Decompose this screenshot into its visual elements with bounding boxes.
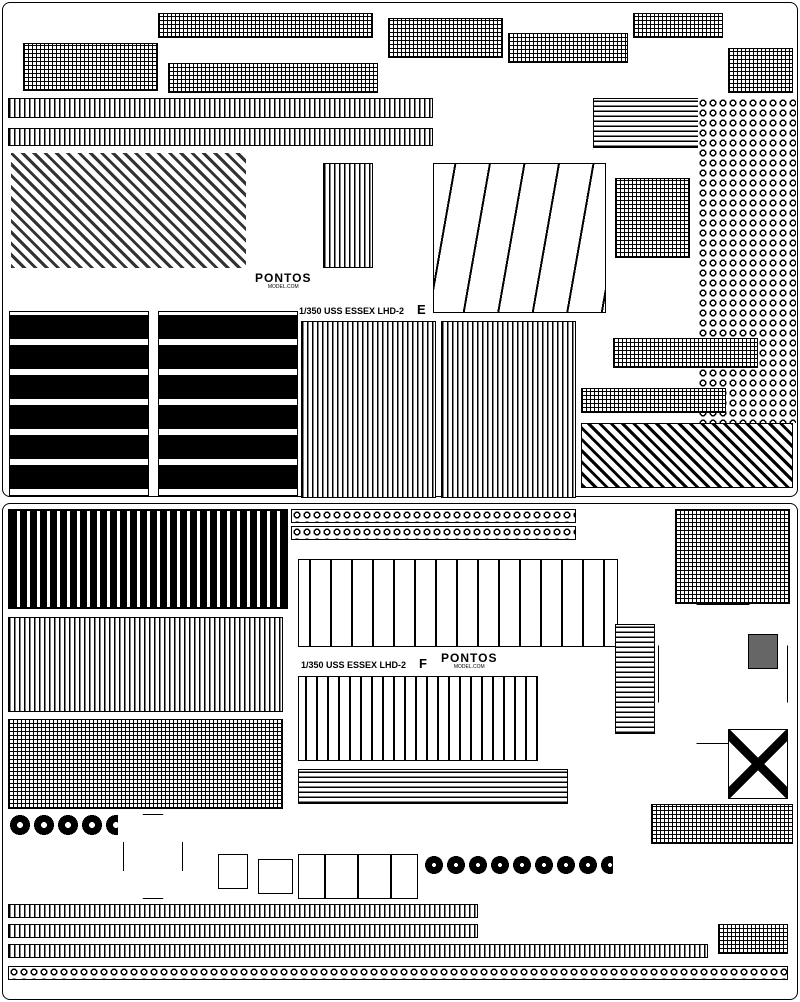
fret-title: 1/350 USS ESSEX LHD-2: [301, 660, 407, 670]
support-struts: [298, 559, 618, 647]
stanchion-row: [298, 676, 538, 761]
fret-letter: E: [417, 302, 426, 317]
mesh-panel: [615, 178, 690, 258]
frame-part: [258, 859, 293, 894]
long-railing: [8, 966, 788, 980]
disc-row: [8, 814, 118, 836]
railing-part: [728, 48, 793, 93]
long-railing: [8, 98, 433, 118]
deck-strip: [298, 769, 568, 804]
railing-part: [633, 13, 723, 38]
long-railing: [8, 904, 478, 918]
curved-ladder: [615, 624, 655, 734]
fret-title: 1/350 USS ESSEX LHD-2: [299, 306, 405, 316]
deck-grating: [675, 509, 790, 604]
strip-parts: [323, 163, 373, 268]
triangular-strakes: [433, 163, 606, 313]
long-railing: [8, 944, 708, 958]
platform-part: [718, 924, 788, 954]
octagon-platform: [658, 604, 788, 744]
hatch-panel-right: [158, 311, 298, 496]
grate-panel-left: [301, 321, 436, 498]
long-railing: [8, 128, 433, 146]
railing-part: [388, 18, 503, 58]
fan-row: [423, 854, 613, 876]
cross-plate: [123, 814, 183, 899]
x-bracket: [728, 729, 788, 799]
frame-part: [651, 804, 793, 844]
railing-part: [508, 33, 628, 63]
bracket-parts: [11, 153, 246, 268]
arch-railing: [581, 423, 793, 488]
long-railing: [8, 924, 478, 938]
railing-part: [158, 13, 373, 38]
shutter-panel: [8, 617, 283, 712]
hangar-bulkhead: [8, 509, 288, 609]
hatch-panel-left: [9, 311, 149, 496]
pad-parts: [298, 854, 418, 899]
fret-letter: F: [419, 656, 427, 671]
frame-part: [218, 854, 248, 889]
mesh-panel: [581, 388, 726, 413]
mesh-panel: [613, 338, 758, 368]
catwalk-strip: [291, 526, 576, 540]
mesh-shutter: [8, 719, 283, 809]
catwalk-strip: [291, 509, 576, 523]
ring-parts: [698, 98, 796, 423]
grate-panel-right: [441, 321, 576, 498]
railing-part: [23, 43, 158, 91]
platform-square: [748, 634, 778, 669]
railing-part: [168, 63, 378, 93]
